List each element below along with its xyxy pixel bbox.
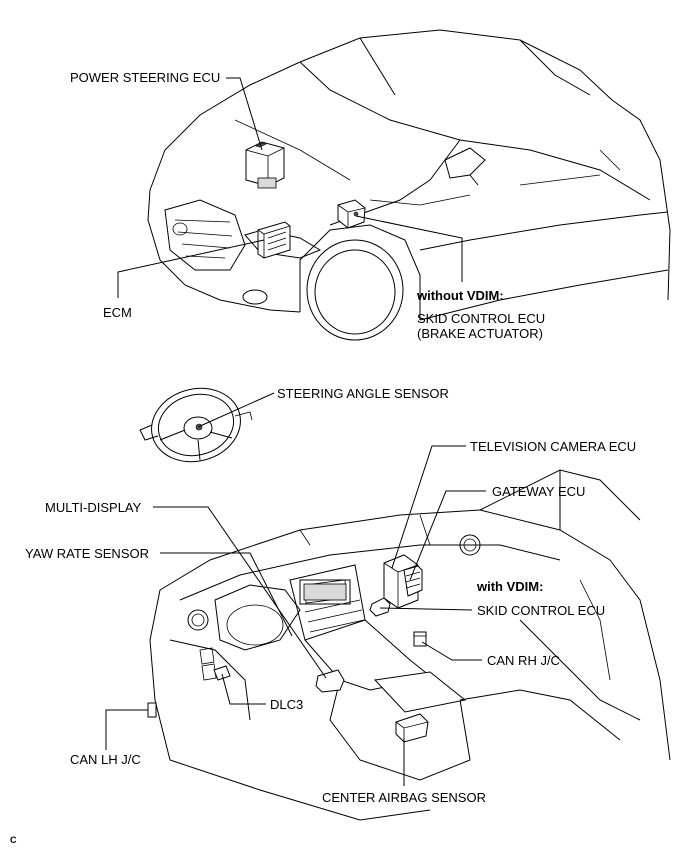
label-without-vdim: without VDIM:: [417, 288, 504, 303]
label-yaw-rate-sensor: YAW RATE SENSOR: [25, 546, 149, 561]
label-can-rh-jc: CAN RH J/C: [487, 653, 560, 668]
center-airbag-sensor-part: [395, 713, 429, 743]
steering-wheel-illustration: [139, 387, 253, 463]
label-ecm: ECM: [103, 305, 132, 320]
label-television-camera-ecu: TELEVISION CAMERA ECU: [470, 439, 637, 454]
can-lh-jc-part: [147, 702, 157, 718]
television-camera-gateway-ecu-parts: [383, 554, 423, 609]
label-gateway-ecu: GATEWAY ECU: [492, 484, 586, 499]
label-center-airbag-sensor: CENTER AIRBAG SENSOR: [322, 790, 486, 805]
power-steering-ecu-part: [245, 141, 285, 189]
label-skid-control-ecu-brake-line2: (BRAKE ACTUATOR): [417, 326, 543, 341]
ecm-part: [257, 221, 291, 259]
label-steering-angle-sensor: STEERING ANGLE SENSOR: [277, 386, 449, 401]
corner-code: C: [10, 835, 17, 845]
leader-lines: [105, 77, 486, 786]
label-multi-display: MULTI-DISPLAY: [45, 500, 142, 515]
interior-illustration: [149, 469, 671, 821]
multi-display-part: [303, 583, 347, 601]
label-skid-control-ecu-brake-line1: SKID CONTROL ECU: [417, 311, 546, 326]
skid-control-ecu-part: [369, 597, 391, 617]
label-dlc3: DLC3: [270, 697, 304, 712]
yaw-rate-sensor-part: [315, 669, 345, 693]
label-with-vdim: with VDIM:: [477, 579, 544, 594]
label-skid-control-ecu: SKID CONTROL ECU: [477, 603, 606, 618]
label-can-lh-jc: CAN LH J/C: [70, 752, 141, 767]
label-power-steering-ecu: POWER STEERING ECU: [70, 70, 221, 85]
car-exterior-illustration: [147, 29, 671, 341]
dlc3-part: [213, 665, 231, 681]
brake-actuator-part: [337, 199, 366, 229]
